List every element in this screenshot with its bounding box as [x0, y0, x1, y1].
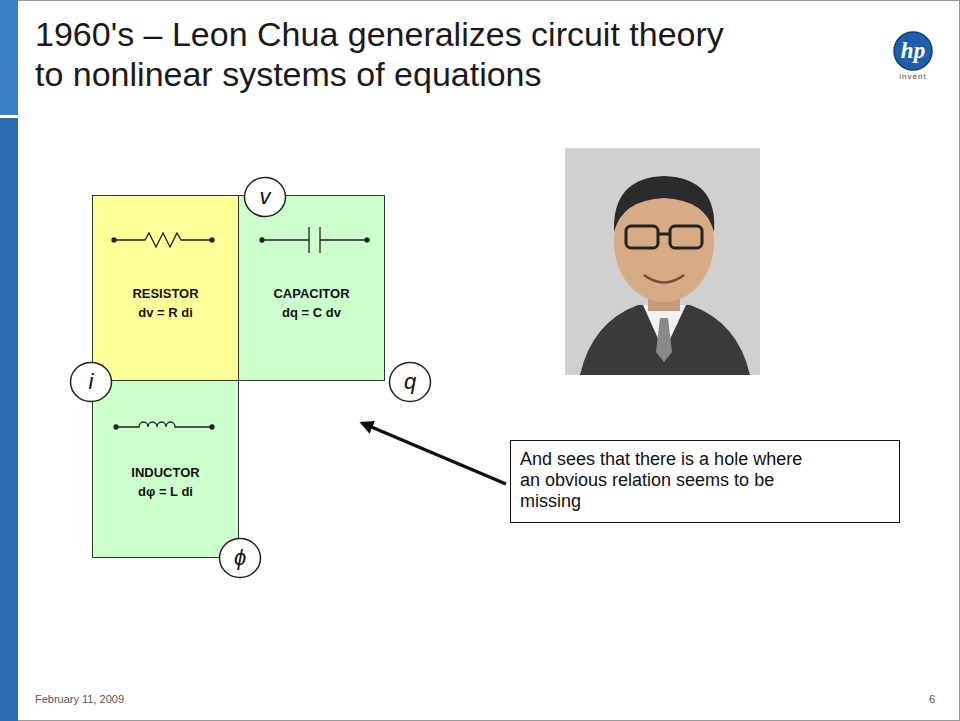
callout-box: And sees that there is a hole where an o… [510, 440, 900, 523]
variable-name: v [260, 185, 271, 209]
element-name: INDUCTOR [97, 463, 234, 482]
callout-text: And sees that there is a hole where an o… [520, 449, 820, 512]
footer-date: February 11, 2009 [35, 693, 235, 706]
side-bar [0, 0, 18, 721]
circle-shape [220, 539, 261, 578]
logo-tagline: invent [888, 72, 938, 82]
inductor-fill [92, 380, 239, 558]
side-bar-gap [0, 115, 18, 118]
variable-circle: i [69, 361, 113, 403]
variable-name: q [404, 370, 416, 394]
capacitor-symbol [260, 227, 369, 253]
circle-shape [390, 363, 431, 402]
inductor-symbol [114, 422, 214, 429]
circle-shape [71, 363, 112, 402]
leader-arrow [362, 423, 506, 484]
element-equation: dv = R di [97, 303, 234, 322]
element-equation: dφ = L di [97, 482, 234, 501]
variable-circle: ϕ [218, 537, 262, 579]
resistor-fill [92, 195, 239, 381]
variable-circle: v [243, 176, 287, 218]
element-name: RESISTOR [97, 284, 234, 303]
side-bar-top [0, 0, 18, 115]
element-quadrant: RESISTORdv = R di [92, 195, 239, 381]
variable-circle: q [388, 361, 432, 403]
resistor-symbol [112, 233, 214, 247]
element-equation: dq = C dv [243, 303, 380, 322]
slide-title: 1960's – Leon Chua generalizes circuit t… [35, 14, 740, 94]
element-quadrant: CAPACITORdq = C dv [238, 195, 385, 381]
variable-name: i [89, 370, 94, 394]
logo-circle [894, 32, 932, 70]
element-quadrant: INDUCTORdφ = L di [92, 380, 239, 558]
variable-name: ϕ [234, 546, 246, 570]
element-name: CAPACITOR [243, 284, 380, 303]
portrait-photo [565, 148, 760, 375]
logo-mark: hp [893, 37, 933, 65]
page-number: 6 [905, 693, 935, 706]
capacitor-fill [238, 195, 385, 381]
circle-shape [245, 178, 286, 217]
